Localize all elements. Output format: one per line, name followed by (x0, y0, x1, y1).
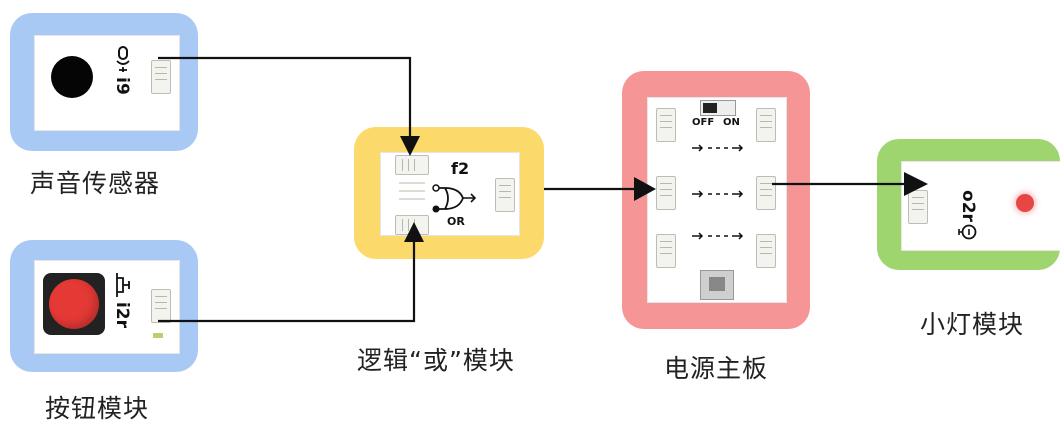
arrow-head-up-icon (404, 222, 424, 242)
logic-or-input-a-connector (395, 155, 429, 175)
power-right-connector-3 (756, 234, 776, 268)
light-connector (908, 190, 928, 224)
logic-or-pins-icon (399, 182, 425, 200)
arrow-head-down-icon (400, 136, 420, 156)
microphone-symbol-icon (112, 43, 132, 73)
power-switch[interactable] (700, 100, 736, 116)
power-board: OFF ON (647, 97, 787, 303)
power-board-caption: 电源主板 (664, 354, 769, 383)
button-cap[interactable] (43, 273, 105, 335)
sound-sensor-board: i9 (34, 35, 180, 131)
button-connector (151, 289, 171, 323)
arrow-head-right-icon-2 (904, 172, 928, 196)
button-board: i2r (34, 260, 180, 354)
power-left-connector-1 (656, 108, 676, 142)
wire-button-to-or (158, 240, 416, 323)
power-board-module: OFF ON (622, 71, 810, 329)
power-left-connector-2 (656, 176, 676, 210)
power-left-connector-3 (656, 234, 676, 268)
power-right-connector-1 (756, 108, 776, 142)
usb-port-icon (700, 270, 734, 300)
logic-or-output-connector (495, 178, 515, 212)
switch-on-label: ON (723, 117, 740, 128)
sound-sensor-module: i9 (10, 13, 198, 151)
signal-arrows-icon (692, 144, 744, 240)
or-gate-icon (432, 184, 477, 213)
button-module: i2r (10, 240, 198, 372)
logic-or-gate-label: OR (447, 215, 465, 228)
logic-or-module: f2 OR (354, 127, 544, 259)
bulb-icon (958, 220, 978, 244)
light-board: o2r (901, 161, 1060, 251)
logic-or-board: f2 OR (380, 152, 520, 236)
switch-off-label: OFF (692, 117, 715, 128)
sound-sensor-connector (151, 60, 171, 94)
button-symbol-icon (112, 270, 132, 300)
red-led-icon (1016, 194, 1034, 212)
arrow-head-right-icon (634, 177, 656, 201)
light-module: o2r (877, 139, 1060, 270)
sound-sensor-caption: 声音传感器 (30, 169, 161, 198)
logic-or-id-label: f2 (451, 159, 470, 178)
light-caption: 小灯模块 (920, 310, 1025, 339)
status-led-icon (153, 333, 163, 338)
red-button-icon[interactable] (49, 279, 99, 329)
wire-sound-to-or (158, 56, 412, 138)
microphone-icon (51, 56, 93, 98)
power-switch-knob[interactable] (703, 103, 717, 113)
logic-or-caption: 逻辑“或”模块 (357, 346, 515, 375)
power-right-connector-2 (756, 176, 776, 210)
